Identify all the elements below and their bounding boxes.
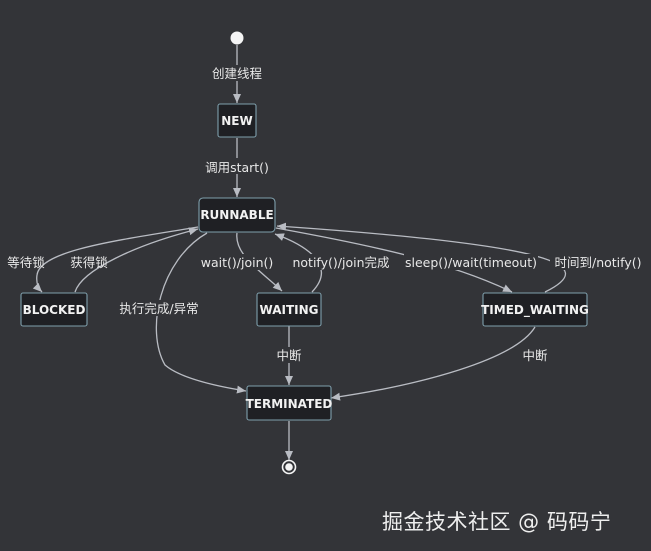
final-state-marker bbox=[281, 459, 297, 475]
initial-state-dot bbox=[230, 31, 244, 45]
label-wait-lock: 等待锁 bbox=[7, 255, 45, 270]
edge-runnable-to-terminated bbox=[155, 232, 247, 394]
label-wait-join: wait()/join() bbox=[201, 255, 274, 270]
label-interrupt-timed: 中断 bbox=[522, 348, 547, 363]
label-call-start: 调用start() bbox=[205, 160, 269, 175]
label-acquire-lock: 获得锁 bbox=[70, 255, 108, 270]
state-runnable-label: RUNNABLE bbox=[200, 208, 273, 222]
label-interrupt-waiting: 中断 bbox=[276, 348, 301, 363]
edge-runnable-to-blocked bbox=[32, 226, 199, 293]
label-time-up-notify: 时间到/notify() bbox=[555, 255, 642, 270]
state-runnable: RUNNABLE bbox=[198, 197, 276, 233]
state-waiting: WAITING bbox=[256, 292, 322, 327]
state-timed-waiting-label: TIMED_WAITING bbox=[481, 303, 589, 318]
state-new-label: NEW bbox=[221, 114, 252, 128]
label-exec-done: 执行完成/异常 bbox=[119, 301, 198, 316]
state-new: NEW bbox=[217, 103, 257, 138]
state-terminated: TERMINATED bbox=[246, 385, 333, 421]
watermark: 掘金技术社区 @ 码码宁 bbox=[382, 510, 612, 534]
state-blocked: BLOCKED bbox=[20, 292, 88, 327]
state-timed-waiting: TIMED_WAITING bbox=[481, 292, 589, 327]
edge-blocked-to-runnable bbox=[74, 227, 199, 293]
state-terminated-label: TERMINATED bbox=[246, 397, 333, 411]
edge-timed-waiting-to-terminated bbox=[330, 326, 536, 401]
edge-labels: 创建线程 调用start() 等待锁 获得锁 执行完成/异常 wait()/jo… bbox=[7, 65, 646, 363]
state-waiting-label: WAITING bbox=[260, 303, 319, 317]
label-notify-join-done: notify()/join完成 bbox=[292, 255, 389, 270]
label-create-thread: 创建线程 bbox=[212, 66, 263, 81]
label-sleep-wait-timeout: sleep()/wait(timeout) bbox=[405, 255, 537, 270]
state-blocked-label: BLOCKED bbox=[23, 303, 86, 317]
